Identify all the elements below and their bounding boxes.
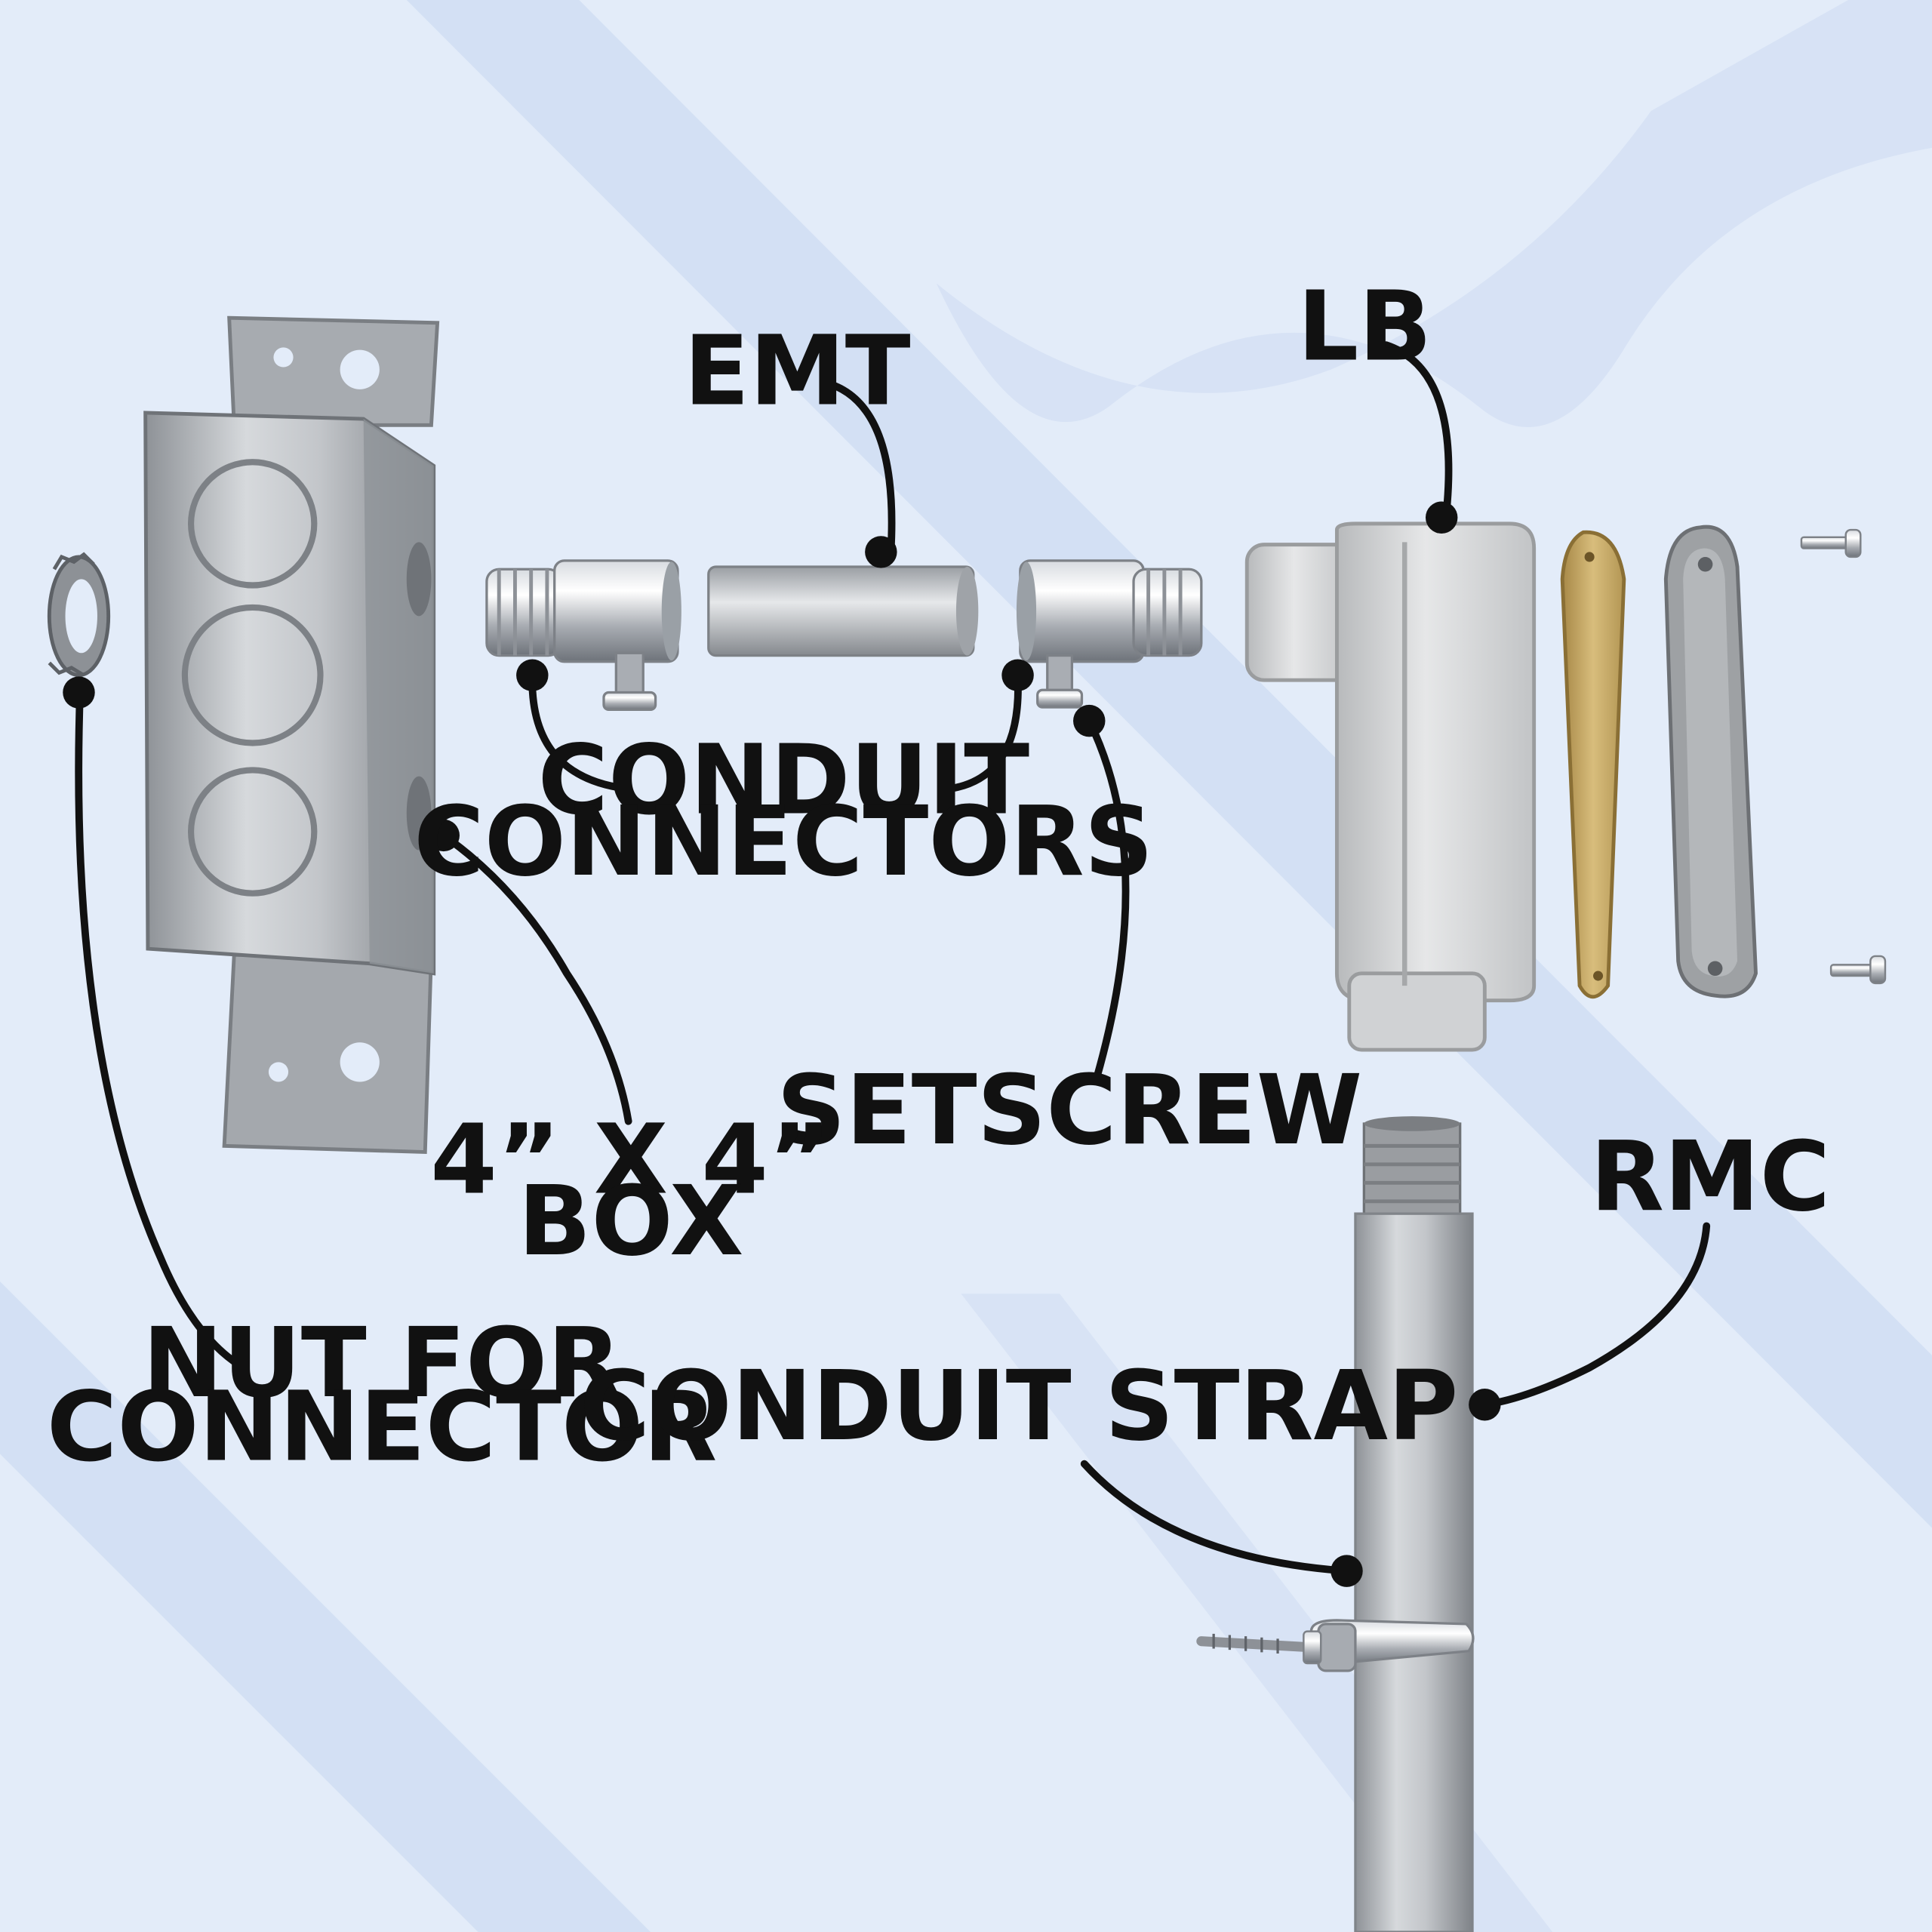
label-conduit-connectors-line2: CONNECTORS: [414, 786, 1153, 898]
label-box-line1: 4” X 4”: [430, 1104, 831, 1216]
cover-plate-part: [1663, 525, 1758, 998]
callout-line-connector-right: [947, 671, 1022, 792]
conduit-strap-part: [1196, 1619, 1475, 1672]
label-conduit-connectors-line1: CONDUIT: [538, 725, 1030, 837]
locknut-part: [47, 552, 111, 678]
callout-line-rmc: [1481, 1222, 1711, 1409]
label-conduit-strap: CONDUIT STRAP: [580, 1351, 1458, 1463]
callout-dot-strap: [1331, 1555, 1363, 1587]
callout-line-emt: [819, 378, 896, 556]
callout-dot-emt: [865, 536, 897, 568]
junction-box-part: [143, 315, 440, 1155]
callout-lines: [75, 341, 1711, 1575]
callout-dots: [63, 501, 1501, 1587]
label-nut-line2: CONNECTOR: [47, 1372, 717, 1484]
labels: EMT LB CONDUIT CONNECTORS SETSCREW 4” X …: [47, 272, 1830, 1484]
callout-line-strap: [1080, 1460, 1351, 1575]
rmc-pipe-part: [1354, 1116, 1474, 1932]
cover-screw-top-part: [1800, 528, 1862, 558]
label-rmc: RMC: [1590, 1121, 1830, 1233]
callout-dot-rmc: [1469, 1389, 1501, 1421]
callout-dot-setscrew: [1073, 704, 1106, 737]
label-box-line2: BOX: [518, 1166, 743, 1278]
callout-line-setscrew: [1085, 717, 1130, 1082]
callout-dot-box: [427, 819, 460, 852]
callout-dot-nut: [63, 676, 95, 709]
emt-tube-part: [707, 565, 979, 657]
cover-screw-bottom-part: [1829, 955, 1887, 985]
callout-dot-lb: [1425, 501, 1458, 534]
lb-conduit-body-part: [1244, 521, 1537, 1052]
label-nut-line1: NUT FOR: [143, 1308, 621, 1420]
callout-line-box: [439, 832, 632, 1125]
gasket-part: [1560, 530, 1626, 999]
callout-dot-connector-left: [516, 659, 549, 691]
callout-dot-connector-right: [1001, 659, 1034, 691]
conduit-connector-right-part: [1016, 559, 1203, 709]
label-emt: EMT: [684, 316, 911, 428]
callout-line-lb: [1382, 341, 1453, 515]
callout-line-nut: [75, 686, 238, 1365]
conduit-connector-left-part: [485, 559, 681, 712]
background-band-curve: [936, 0, 1932, 427]
callout-line-connector-left: [528, 671, 630, 792]
label-setscrew: SETSCREW: [777, 1055, 1362, 1167]
label-lb: LB: [1297, 272, 1432, 383]
